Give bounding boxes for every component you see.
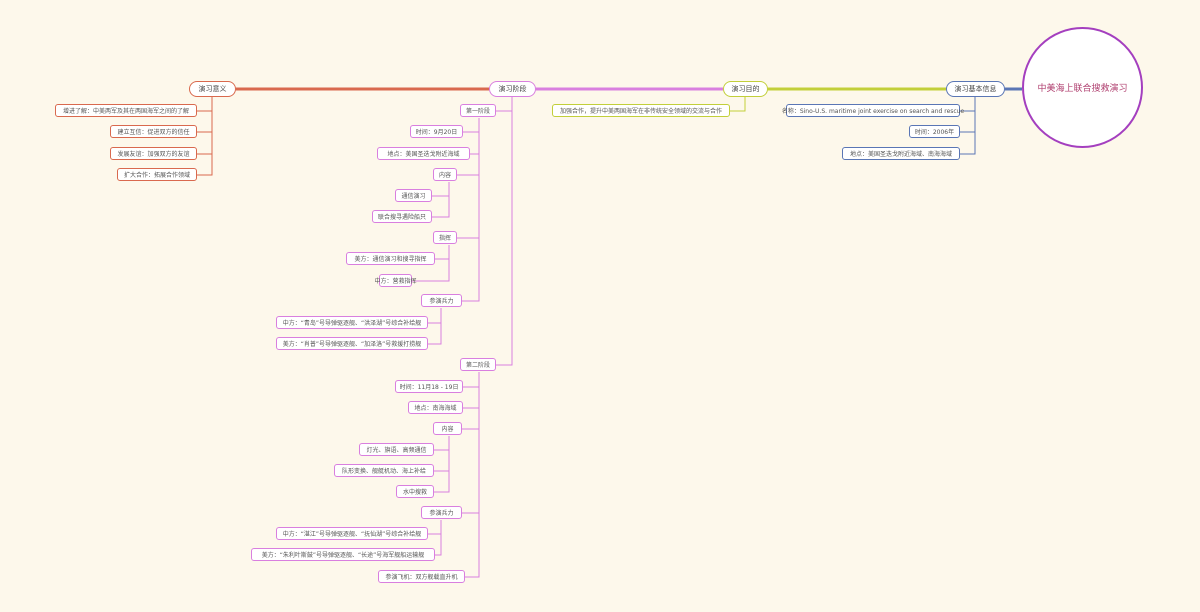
basic-place-node[interactable]: 地点：美国圣迭戈附近海域、南海海域 [842, 147, 960, 160]
branch-basic-info[interactable]: 演习基本信息 [946, 81, 1005, 97]
phase1-forces-node[interactable]: 参演兵力 [421, 294, 462, 307]
significance-item[interactable]: 发展友谊：加强双方的友谊 [110, 147, 197, 160]
root-topic[interactable]: 中美海上联合搜救演习 [1022, 27, 1143, 148]
phase2-content-item[interactable]: 水中搜救 [396, 485, 434, 498]
phase2-aircraft-node[interactable]: 参演飞机：双方舰载直升机 [378, 570, 465, 583]
branch-significance[interactable]: 演习意义 [189, 81, 236, 97]
branch-purpose[interactable]: 演习目的 [723, 81, 768, 97]
phase2-node[interactable]: 第二阶段 [460, 358, 496, 371]
phase2-time-node[interactable]: 时间：11月18 - 19日 [395, 380, 463, 393]
phase1-place-node[interactable]: 地点：美国圣迭戈附近海域 [377, 147, 470, 160]
phase1-forces-item[interactable]: 中方：“青岛”号导弹驱逐舰、“洪泽湖”号综合补给舰 [276, 316, 428, 329]
phase2-content-item[interactable]: 队形变换、舰艇机动、海上补给 [334, 464, 434, 477]
phase1-time-node[interactable]: 时间：9月20日 [410, 125, 463, 138]
significance-item[interactable]: 建立互信：促进双方的信任 [110, 125, 197, 138]
phase1-node[interactable]: 第一阶段 [460, 104, 496, 117]
phase1-command-item[interactable]: 美方：通信演习和搜寻指挥 [346, 252, 435, 265]
phase1-command-item[interactable]: 中方：营救指挥 [375, 274, 417, 287]
basic-time-node[interactable]: 时间：2006年 [909, 125, 960, 138]
phase2-content-item[interactable]: 灯光、旗语、高频通信 [359, 443, 434, 456]
phase1-content-node[interactable]: 内容 [433, 168, 457, 181]
phase1-content-item[interactable]: 联合搜寻遇险船只 [372, 210, 432, 223]
phase2-forces-node[interactable]: 参演兵力 [421, 506, 462, 519]
purpose-item-node[interactable]: 加强合作，提升中美两国海军在非传统安全领域的交流与合作 [552, 104, 730, 117]
significance-item[interactable]: 增进了解：中美两军及其在两国海军之间的了解 [55, 104, 197, 117]
significance-item[interactable]: 扩大合作：拓展合作领域 [117, 168, 197, 181]
phase2-place-node[interactable]: 地点：南海海域 [408, 401, 463, 414]
branch-phases[interactable]: 演习阶段 [489, 81, 536, 97]
phase2-forces-item[interactable]: 中方：“湛江”号导弹驱逐舰、“抚仙湖”号综合补给舰 [276, 527, 428, 540]
phase1-forces-item[interactable]: 美方：“肖普”号导弹驱逐舰、“加泽洛”号救援打捞舰 [276, 337, 428, 350]
phase1-command-node[interactable]: 指挥 [433, 231, 457, 244]
phase1-content-item[interactable]: 通信演习 [395, 189, 432, 202]
phase2-forces-item[interactable]: 美方：“朱利叶斯鼓”号导弹驱逐舰、“长途”号海军舰船运输舰 [251, 548, 435, 561]
basic-name-node[interactable]: 名称：Sino-U.S. maritime joint exercise on … [782, 104, 964, 117]
phase2-content-node[interactable]: 内容 [433, 422, 462, 435]
